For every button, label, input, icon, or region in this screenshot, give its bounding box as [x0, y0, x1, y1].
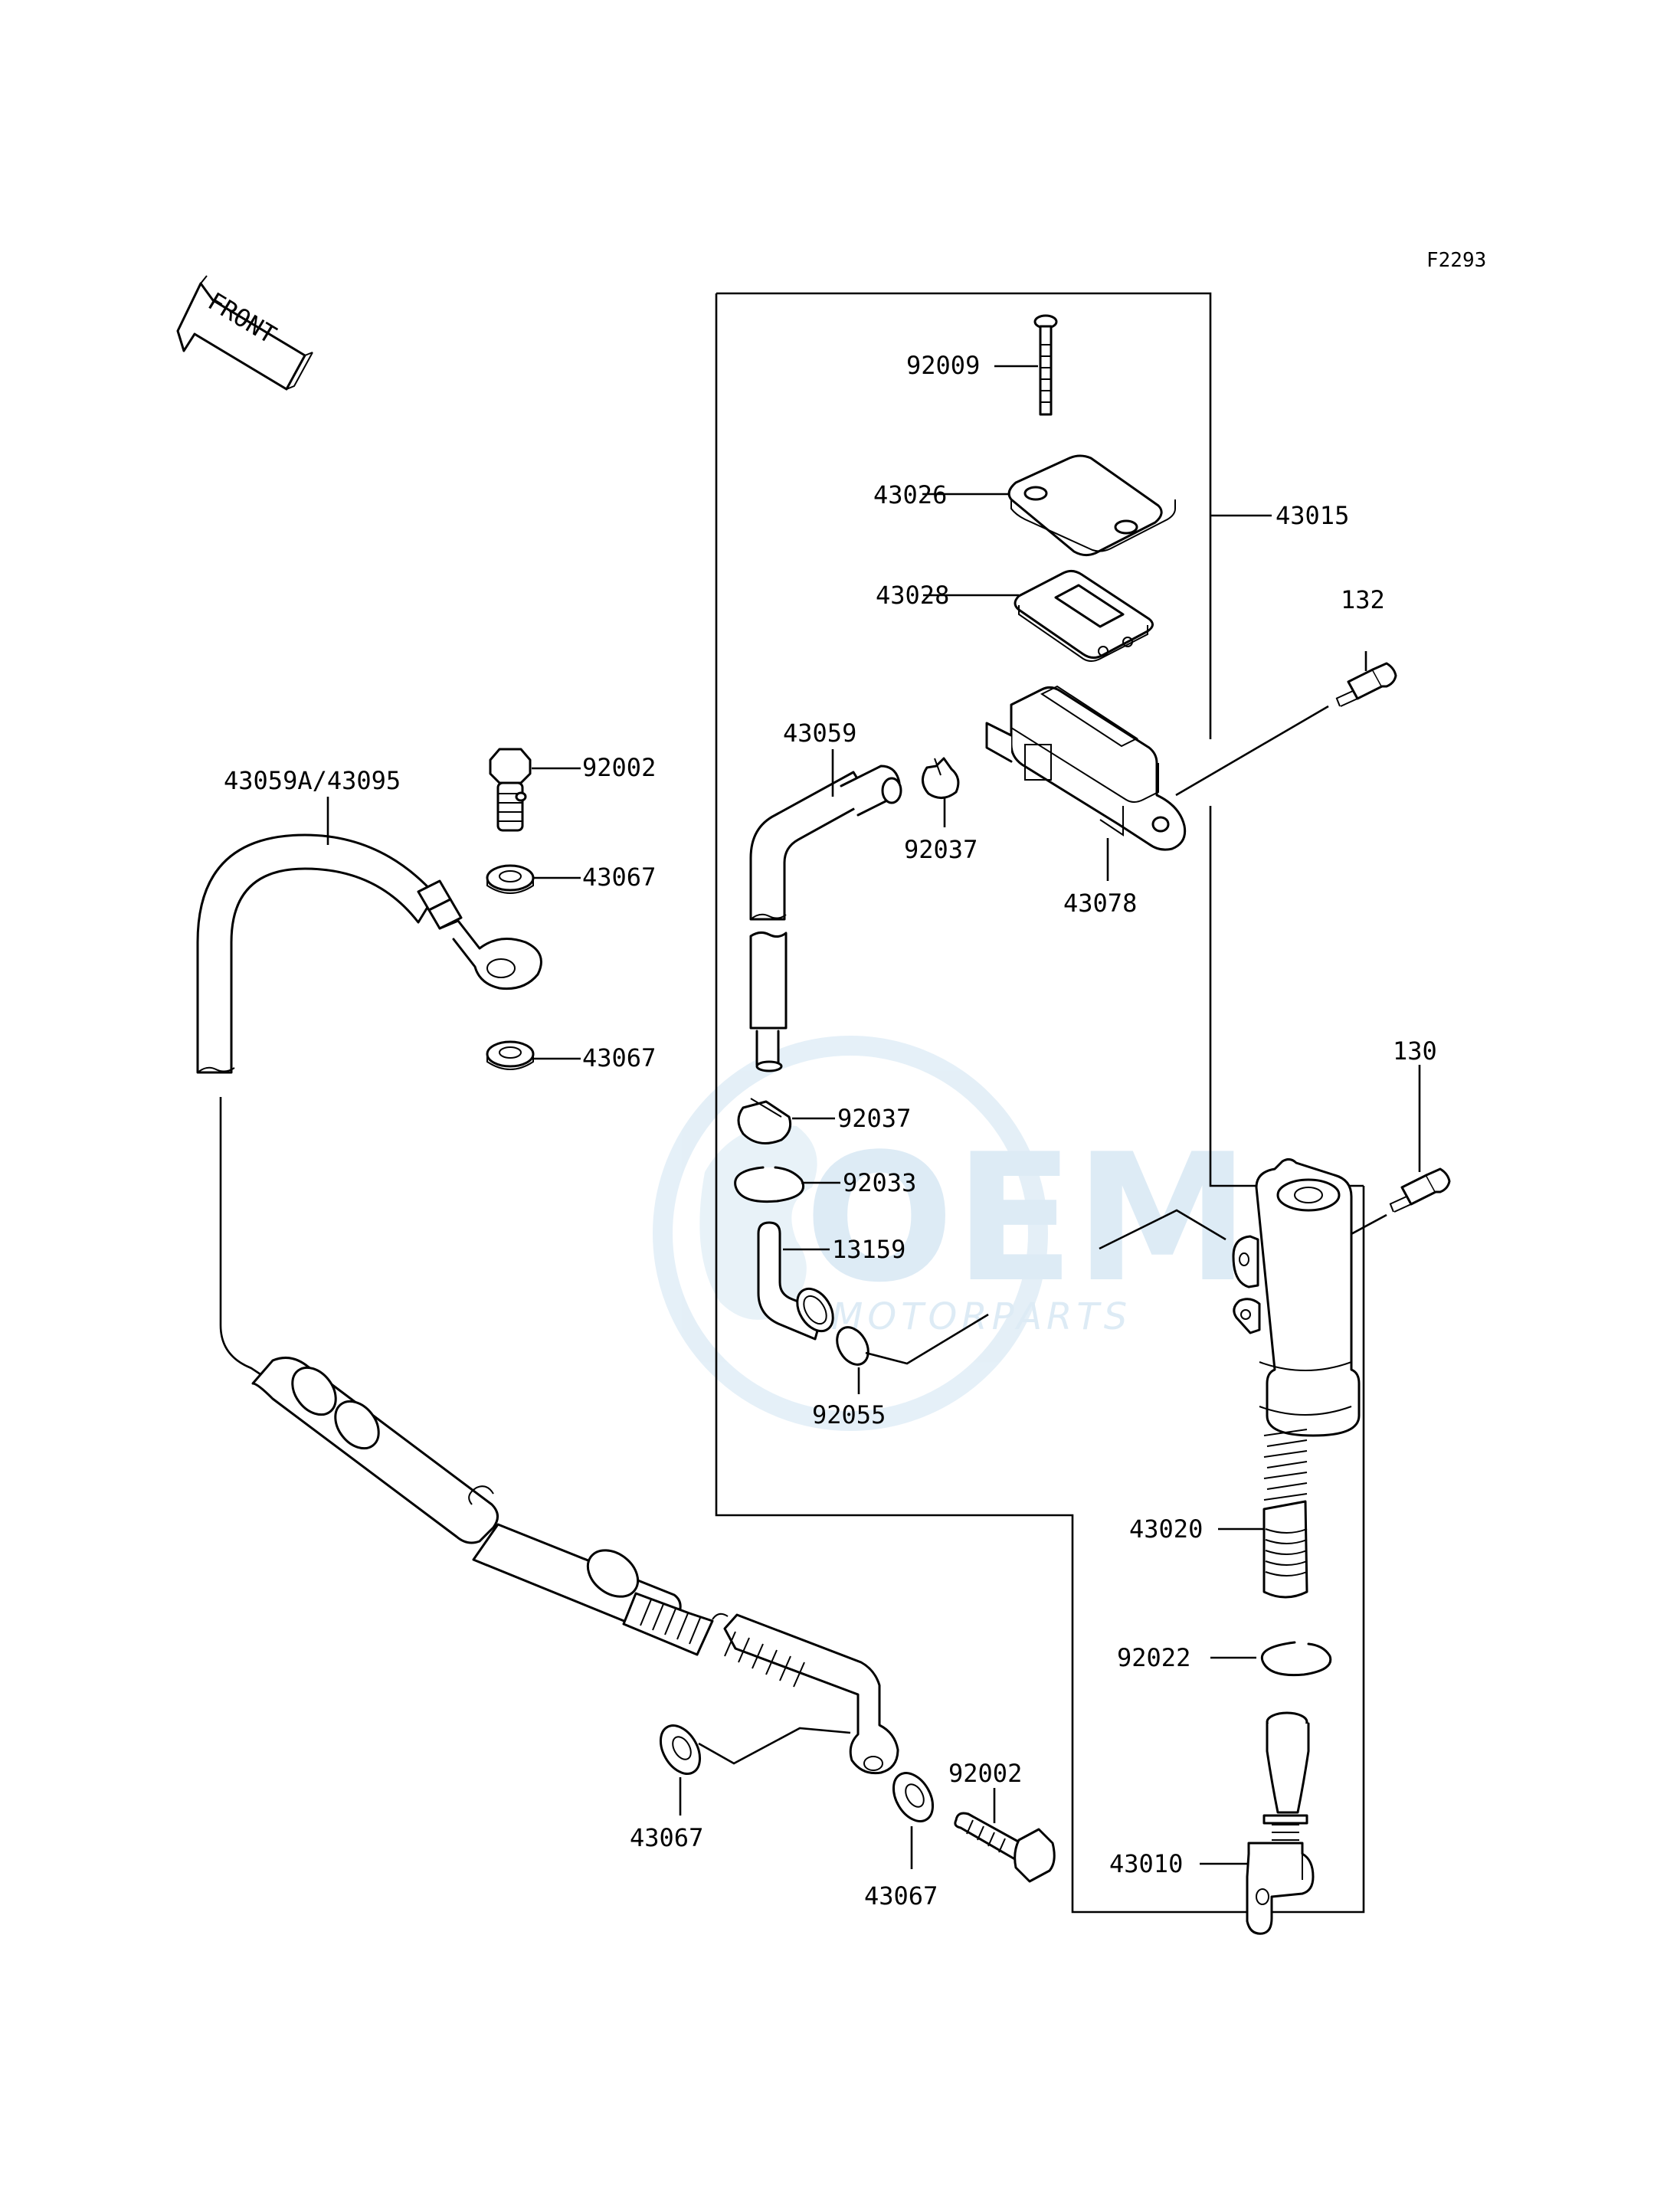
label-43010: 43010 [1109, 1849, 1183, 1878]
label-43026: 43026 [873, 480, 947, 509]
label-92002-upper: 92002 [582, 753, 656, 782]
label-43059: 43059 [783, 719, 856, 748]
bolt-132 [1335, 662, 1397, 707]
reservoir-cap-43026 [1007, 454, 1176, 557]
washer-43067-a [486, 864, 535, 894]
bolt-130 [1389, 1167, 1451, 1213]
label-92033: 92033 [843, 1168, 916, 1197]
circlip-92022 [1260, 1641, 1332, 1677]
diaphragm-43028 [1014, 569, 1154, 662]
watermark-brand-main: OEM [804, 1117, 1250, 1321]
master-cylinder-body [1232, 1157, 1361, 1437]
label-92009: 92009 [906, 351, 980, 380]
label-43067-a: 43067 [582, 863, 656, 892]
hose-clamp-92037-upper [922, 757, 960, 799]
reservoir-hose-43059 [749, 765, 902, 1072]
label-43028: 43028 [876, 581, 949, 610]
hose-clamp-92037-lower [737, 1098, 792, 1144]
label-92022: 92022 [1117, 1643, 1190, 1672]
washer-43067-b [486, 1040, 535, 1070]
front-arrow-icon: FRONT [176, 275, 313, 391]
label-43078: 43078 [1063, 889, 1137, 918]
fitting-13159 [757, 1221, 834, 1341]
label-43020: 43020 [1129, 1514, 1203, 1544]
label-92055: 92055 [812, 1400, 886, 1429]
watermark-brand-sub: MOTORPARTS [831, 1295, 1131, 1338]
push-rod-43010 [1246, 1711, 1315, 1935]
label-43015: 43015 [1276, 501, 1349, 530]
banjo-bolt-92002-upper [489, 748, 532, 832]
reservoir-body-43078 [985, 685, 1187, 851]
watermark-globe-icon [653, 1036, 1048, 1431]
screw-92009 [1033, 314, 1058, 416]
label-92002-lower: 92002 [948, 1759, 1022, 1788]
label-43067-b: 43067 [582, 1043, 656, 1072]
washer-43067-d [892, 1772, 935, 1822]
label-92037-upper: 92037 [904, 835, 978, 864]
watermark: OEM MOTORPARTS [653, 1036, 1250, 1431]
label-130: 130 [1393, 1036, 1437, 1066]
brake-hose-lower-section [251, 1356, 899, 1775]
label-132: 132 [1341, 585, 1385, 614]
label-43067-d: 43067 [864, 1881, 938, 1911]
label-43059A: 43059A/43095 [224, 766, 401, 795]
banjo-bolt-92002-lower [954, 1812, 1056, 1883]
label-13159: 13159 [832, 1235, 905, 1264]
label-92037-lower: 92037 [837, 1104, 911, 1133]
figure-code: F2293 [1426, 249, 1486, 272]
brake-hose-43059A [196, 833, 542, 1074]
label-43067-c: 43067 [630, 1823, 703, 1852]
circlip-92033 [734, 1166, 804, 1203]
assembly-outline-lower [715, 293, 1365, 1914]
o-ring-92055 [836, 1326, 869, 1366]
spring-piston-43020 [1262, 1429, 1308, 1599]
washer-43067-c [659, 1724, 702, 1775]
